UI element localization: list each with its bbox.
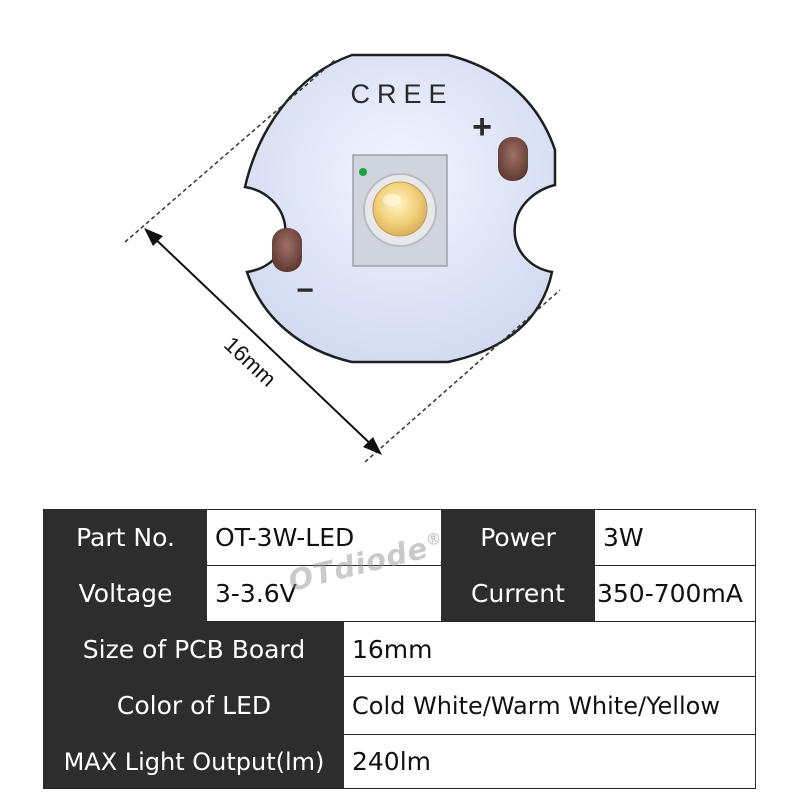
brand-text: CREE (350, 79, 453, 109)
spec-value-max-output: 240lm (344, 735, 755, 788)
dimension-extension-top (124, 59, 336, 243)
spec-label-part-no: Part No. (44, 510, 207, 565)
spec-label-max-output: MAX Light Output(lm) (44, 735, 344, 788)
spec-row-led-color: Color of LED Cold White/Warm White/Yello… (44, 676, 755, 734)
polarity-dot (359, 168, 367, 176)
spec-value-led-color: Cold White/Warm White/Yellow (344, 677, 755, 734)
spec-row-part-power: Part No. OT-3W-LED Power 3W (44, 510, 755, 565)
spec-value-pcb-size: 16mm (344, 622, 755, 676)
spec-value-part-no: OT-3W-LED (207, 510, 441, 565)
dimension-label: 16mm (219, 332, 281, 392)
spec-row-voltage-current: Voltage 3-3.6V Current 350-700mA (44, 565, 755, 621)
dimension-extension-bottom (364, 289, 561, 463)
solder-pad-negative (272, 228, 302, 272)
led-dome-highlight (383, 194, 401, 206)
plus-mark: + (472, 108, 492, 146)
led-pcb-illustration: CREE + − 16mm (124, 53, 561, 463)
led-dome (372, 181, 428, 237)
spec-label-led-color: Color of LED (44, 677, 344, 734)
spec-table: Part No. OT-3W-LED Power 3W Voltage 3-3.… (43, 509, 756, 789)
spec-label-power: Power (441, 510, 595, 565)
spec-row-max-output: MAX Light Output(lm) 240lm (44, 734, 755, 788)
spec-value-power: 3W (595, 510, 755, 565)
spec-value-current: 350-700mA (595, 566, 755, 621)
dimension-arrowhead-top (144, 228, 163, 246)
dimension-arrow (147, 231, 379, 452)
minus-mark: − (296, 274, 314, 307)
spec-label-current: Current (441, 566, 595, 621)
spec-row-pcb-size: Size of PCB Board 16mm (44, 621, 755, 676)
spec-label-pcb-size: Size of PCB Board (44, 622, 344, 676)
spec-label-voltage: Voltage (44, 566, 207, 621)
spec-value-voltage: 3-3.6V (207, 566, 441, 621)
solder-pad-positive (498, 137, 528, 181)
dimension-arrowhead-bottom (363, 437, 382, 455)
